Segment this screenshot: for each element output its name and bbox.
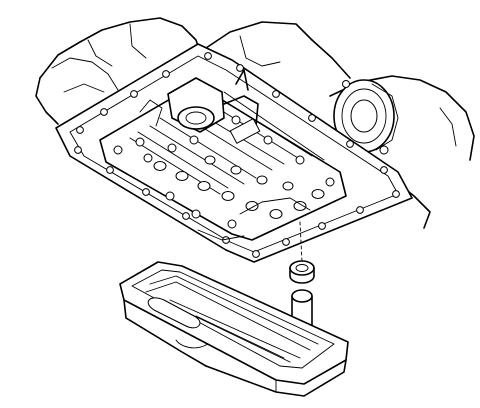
valve-body xyxy=(99,69,347,241)
filter-inlet xyxy=(147,297,201,329)
solenoid-assembly xyxy=(139,69,261,144)
oil-filter xyxy=(119,261,349,397)
alignment-dash-line xyxy=(299,221,303,263)
rail-bolt-holes xyxy=(74,52,400,258)
spool-end-caps xyxy=(153,155,325,219)
filter-ribs xyxy=(145,275,319,363)
filter-seal xyxy=(289,260,315,284)
valve-body-bolts xyxy=(113,115,335,229)
servo-cover xyxy=(333,79,399,155)
